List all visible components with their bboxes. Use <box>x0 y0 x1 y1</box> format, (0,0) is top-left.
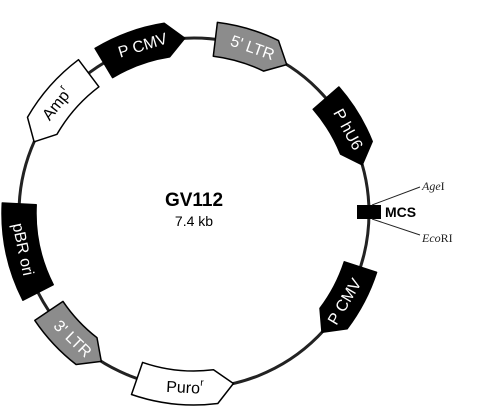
feature-arrow-pbr-ori <box>1 202 54 301</box>
feature-puro: Puror <box>130 361 235 406</box>
feature-arrow-p-cmv-top <box>94 22 186 79</box>
feature-label-puro: Puror <box>166 375 205 397</box>
feature-p-cmv-bottom: P CMV <box>319 261 378 334</box>
age-site-label: AgeI <box>421 179 445 193</box>
feature-arrow-5-ltr <box>212 21 288 72</box>
mcs-group: MCS AgeI EcoRI <box>357 179 453 245</box>
eco-site-label: EcoRI <box>421 231 453 245</box>
plasmid-size: 7.4 kb <box>175 213 213 229</box>
mcs-marker <box>357 205 381 219</box>
mcs-label: MCS <box>385 204 416 220</box>
feature-amp: Ampr <box>26 58 100 143</box>
feature-5-ltr: 5' LTR <box>212 21 288 72</box>
feature-arrow-p-cmv-bottom <box>319 261 378 334</box>
age-site-pointer <box>371 186 421 206</box>
feature-arrow-p-hu6 <box>312 86 373 166</box>
feature-pbr-ori: pBR ori <box>1 202 54 301</box>
eco-site-pointer <box>371 218 421 236</box>
plasmid-name: GV112 <box>165 190 223 211</box>
feature-3-ltr: 3' LTR <box>34 300 103 366</box>
feature-arrow-puro <box>130 361 235 406</box>
feature-p-cmv-top: P CMV <box>94 22 186 79</box>
feature-arrow-amp <box>26 58 100 143</box>
feature-p-hu6: P hU6 <box>312 86 373 166</box>
feature-arrow-3-ltr <box>34 300 103 366</box>
